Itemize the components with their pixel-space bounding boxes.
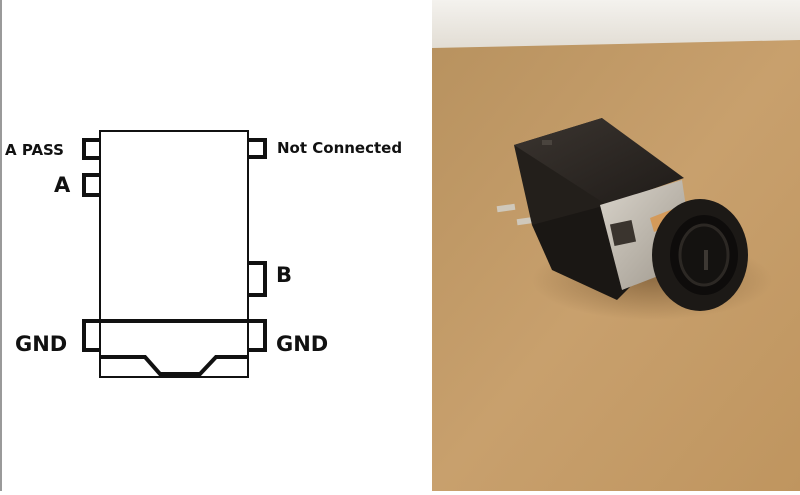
- jack-contact: [704, 250, 708, 270]
- jack-body-top: [514, 118, 684, 205]
- plug-opening: [100, 355, 248, 376]
- label-b: B: [276, 263, 292, 287]
- pin-a-pass: [82, 138, 100, 160]
- photo-svg: [432, 0, 800, 491]
- schematic-svg: A PASS A Not Connected B GND GND: [5, 130, 402, 378]
- shield-window: [609, 219, 637, 247]
- label-not-connected: Not Connected: [277, 139, 402, 157]
- label-gnd-right: GND: [276, 332, 328, 356]
- jack-pin: [496, 203, 516, 213]
- pinout-diagram: A PASS A Not Connected B GND GND: [0, 0, 403, 491]
- pin-gnd-left: [82, 319, 100, 352]
- pin-gnd-right: [248, 319, 267, 352]
- label-gnd-left: GND: [15, 332, 67, 356]
- pin-a: [82, 173, 100, 197]
- pin-not-connected: [248, 138, 267, 159]
- background-wall: [432, 0, 800, 48]
- body-notch: [542, 140, 552, 145]
- jack-outline: [99, 130, 249, 378]
- label-a: A: [54, 173, 71, 197]
- jack-photo: [432, 0, 800, 491]
- left-border: [0, 0, 2, 491]
- label-a-pass: A PASS: [5, 141, 64, 159]
- pin-b: [248, 261, 267, 297]
